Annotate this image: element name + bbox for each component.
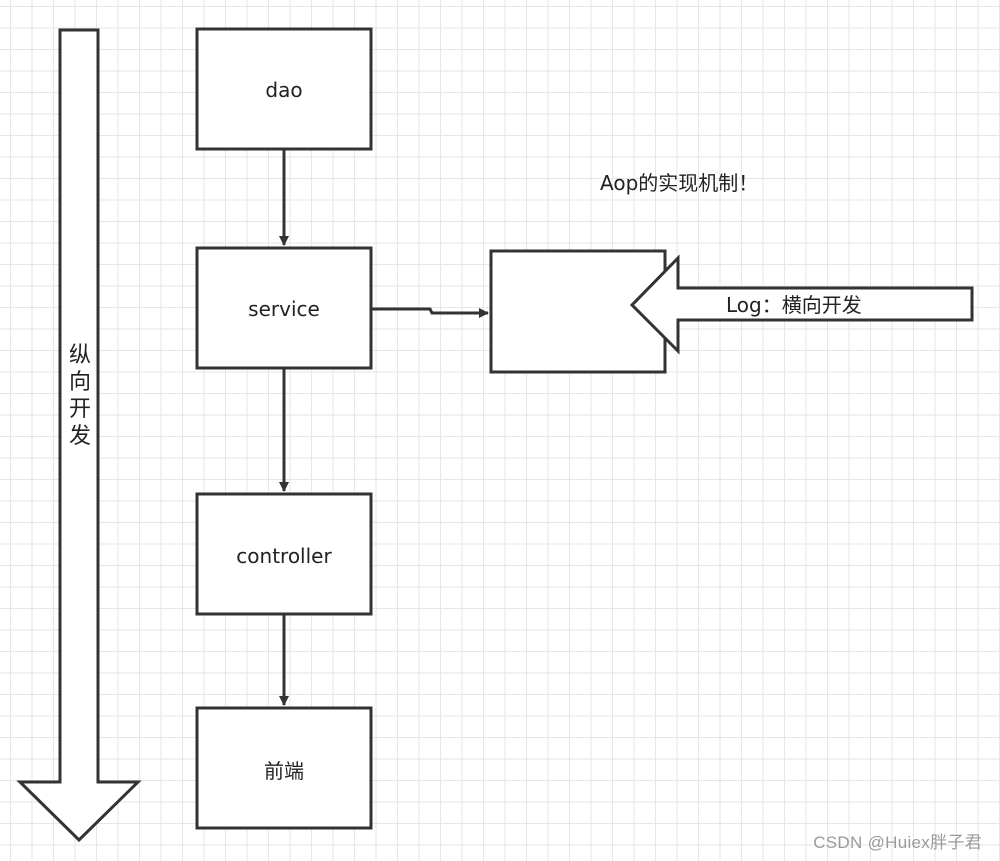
- vertical-arrow-char-2: 向: [69, 370, 91, 395]
- service-to-aspect-arrow: [372, 307, 489, 318]
- watermark: CSDN @Huiex胖子君: [813, 833, 982, 852]
- frontend-label: 前端: [264, 759, 304, 783]
- vertical-arrow-char-1: 纵: [69, 343, 91, 368]
- aspect-node: [489, 249, 667, 374]
- aop-caption: Aop的实现机制！: [600, 171, 758, 195]
- vertical-arrow-char-4: 发: [69, 424, 91, 449]
- vertical-arrow-char-3: 开: [69, 397, 91, 422]
- controller-label: controller: [236, 544, 332, 568]
- dao-node: dao: [195, 27, 373, 151]
- controller-node: controller: [195, 492, 373, 616]
- vertical-development-arrow: 纵 向 开 发: [16, 28, 142, 843]
- log-horizontal-arrow: Log：横向开发: [629, 254, 974, 355]
- service-label: service: [248, 297, 320, 321]
- log-arrow-label: Log：横向开发: [726, 293, 862, 317]
- frontend-node: 前端: [195, 706, 373, 830]
- dao-label: dao: [265, 78, 302, 102]
- service-node: service: [195, 246, 373, 370]
